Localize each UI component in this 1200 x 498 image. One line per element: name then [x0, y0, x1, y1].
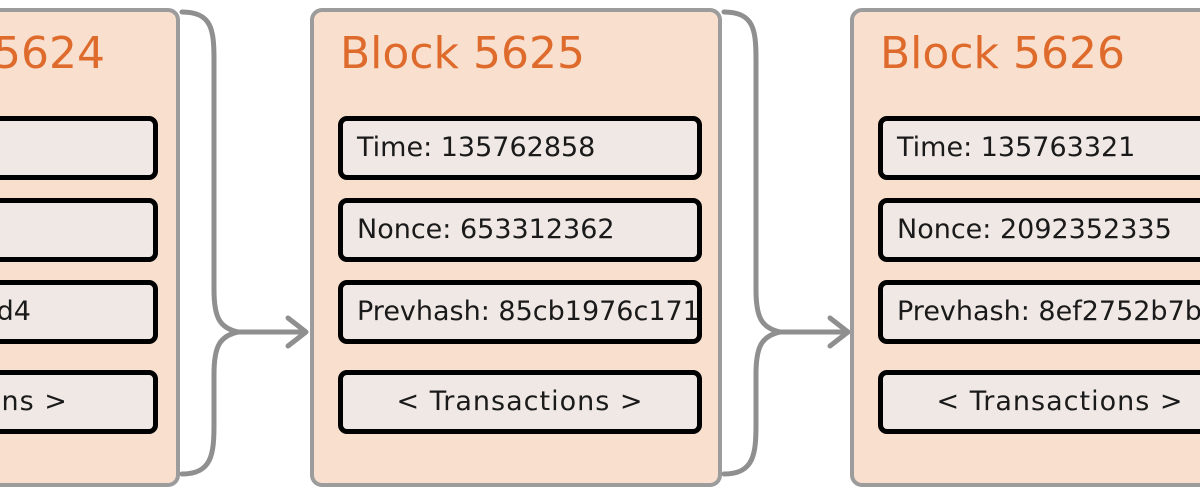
- block-card-5624[interactable]: Block 5624 214 2551 3125b6ed4 ctions >: [0, 8, 180, 487]
- block-5625-transactions-text: < Transactions >: [396, 386, 644, 417]
- block-5626-prevhash-text: Prevhash: 8ef2752b7bc3: [897, 296, 1200, 327]
- block-5626-time-text: Time: 135763321: [897, 132, 1136, 163]
- block-5626-nonce-text: Nonce: 2092352335: [897, 214, 1172, 245]
- block-5624-row-time[interactable]: 214: [0, 116, 158, 180]
- block-5624-row-prevhash[interactable]: 3125b6ed4: [0, 280, 158, 344]
- connector-brace-arrow-icon: [721, 9, 851, 477]
- block-5624-transactions-text: ctions >: [0, 386, 68, 417]
- block-title-5625: Block 5625: [340, 28, 585, 79]
- block-title-5624: Block 5624: [0, 28, 105, 79]
- block-card-5625[interactable]: Block 5625 Time: 135762858 Nonce: 653312…: [310, 8, 722, 487]
- block-5626-row-time[interactable]: Time: 135763321: [878, 116, 1200, 180]
- block-5625-nonce-text: Nonce: 653312362: [357, 214, 615, 245]
- block-5625-prevhash-text: Prevhash: 85cb1976c171: [357, 296, 700, 327]
- block-5624-row-nonce[interactable]: 2551: [0, 198, 158, 262]
- block-5625-row-nonce[interactable]: Nonce: 653312362: [338, 198, 702, 262]
- block-5625-row-time[interactable]: Time: 135762858: [338, 116, 702, 180]
- connector-brace-arrow-icon: [179, 9, 309, 477]
- block-5624-prevhash-text: 3125b6ed4: [0, 296, 31, 327]
- connector-5625-to-5626: [718, 0, 858, 498]
- connector-5624-to-5625: [176, 0, 316, 498]
- block-5625-row-transactions[interactable]: < Transactions >: [338, 370, 702, 434]
- block-5626-row-transactions[interactable]: < Transactions >: [878, 370, 1200, 434]
- block-5624-row-transactions[interactable]: ctions >: [0, 370, 158, 434]
- block-5626-row-prevhash[interactable]: Prevhash: 8ef2752b7bc3: [878, 280, 1200, 344]
- block-5626-row-nonce[interactable]: Nonce: 2092352335: [878, 198, 1200, 262]
- block-5625-row-prevhash[interactable]: Prevhash: 85cb1976c171: [338, 280, 702, 344]
- block-card-5626[interactable]: Block 5626 Time: 135763321 Nonce: 209235…: [850, 8, 1200, 487]
- block-5626-transactions-text: < Transactions >: [936, 386, 1184, 417]
- block-5625-time-text: Time: 135762858: [357, 132, 596, 163]
- block-title-5626: Block 5626: [880, 28, 1125, 79]
